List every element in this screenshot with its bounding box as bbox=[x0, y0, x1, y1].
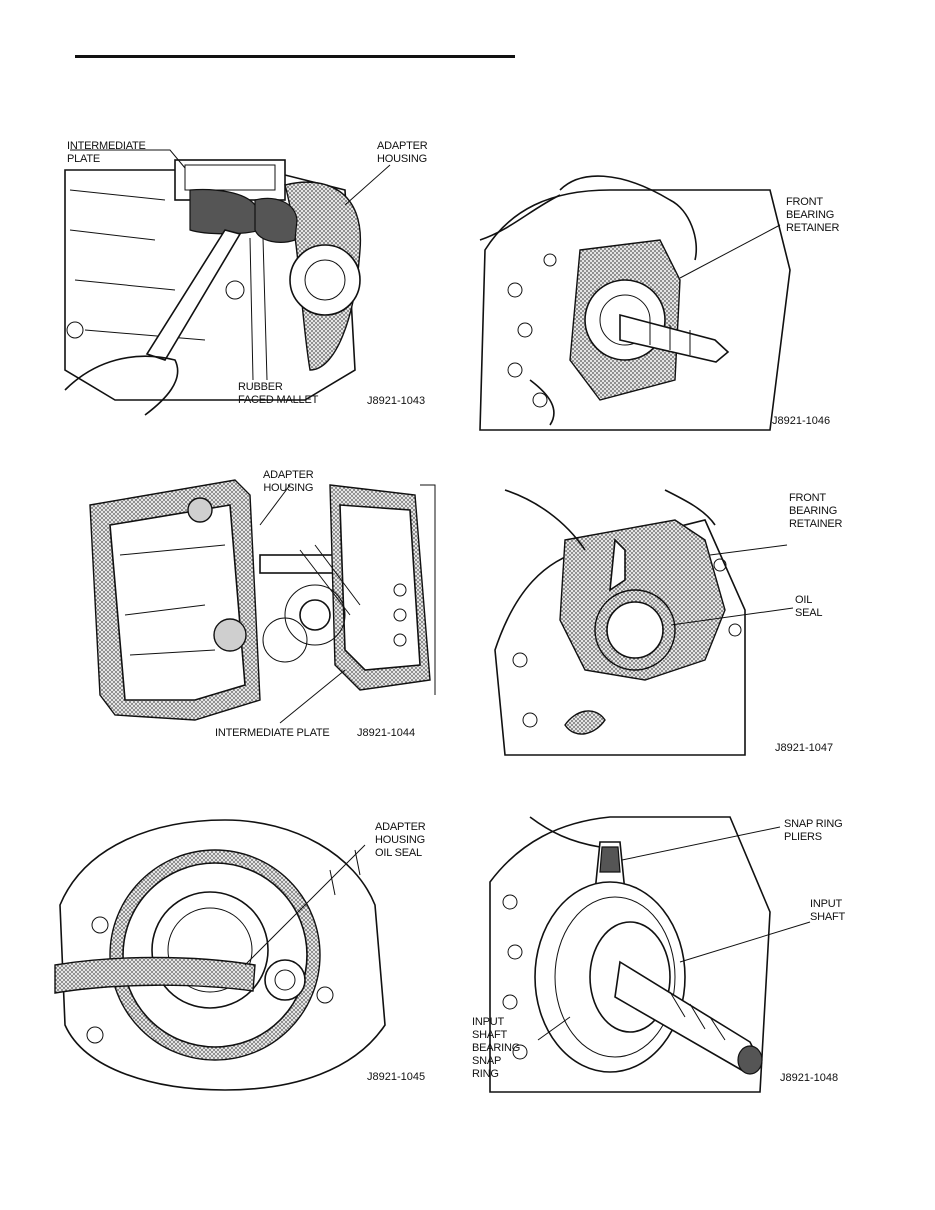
figure-input-shaft-snap-ring: SNAP RING PLIERS INPUT SHAFT INPUT SHAFT… bbox=[470, 812, 855, 1095]
label-intermediate-plate: INTERMEDIATE PLATE bbox=[67, 140, 146, 165]
illustration-front-bearing-retainer bbox=[479, 175, 791, 431]
label-front-bearing-retainer: FRONT BEARING RETAINER bbox=[789, 492, 843, 530]
label-intermediate-plate: INTERMEDIATE PLATE bbox=[215, 727, 330, 739]
figure-adapter-housing-intermediate-plate: ADAPTER HOUSING INTERMEDIATE PLATE J8921… bbox=[85, 465, 445, 745]
label-front-bearing-retainer: FRONT BEARING RETAINER bbox=[786, 196, 840, 234]
figure-code: J8921-1044 bbox=[357, 727, 416, 739]
label-snap-ring-pliers: SNAP RING PLIERS bbox=[784, 818, 843, 843]
figure-code: J8921-1046 bbox=[772, 415, 831, 427]
illustration-retainer-oil-seal bbox=[494, 489, 794, 756]
illustration-adapter-housing-separated bbox=[89, 479, 436, 724]
figure-front-bearing-retainer-oil-seal: FRONT BEARING RETAINER OIL SEAL J8921-10… bbox=[475, 480, 860, 765]
label-adapter-housing-oil-seal: ADAPTER HOUSING OIL SEAL bbox=[375, 821, 426, 859]
header-rule bbox=[75, 55, 515, 58]
label-input-shaft-bearing-snap-ring: INPUT SHAFT BEARING SNAP RING bbox=[472, 1016, 521, 1080]
figure-code: J8921-1048 bbox=[780, 1072, 839, 1084]
illustration-adapter-housing-oil-seal bbox=[54, 819, 386, 1091]
label-rubber-faced-mallet: RUBBER FACED MALLET bbox=[238, 381, 319, 406]
figure-code: J8921-1047 bbox=[775, 742, 834, 754]
figure-front-bearing-retainer-installed: FRONT BEARING RETAINER J8921-1046 bbox=[470, 150, 860, 435]
label-adapter-housing: ADAPTER HOUSING bbox=[263, 469, 314, 494]
figure-code: J8921-1043 bbox=[367, 395, 426, 407]
figure-code: J8921-1045 bbox=[367, 1071, 426, 1083]
figure-adapter-housing-oil-seal: ADAPTER HOUSING OIL SEAL J8921-1045 bbox=[54, 815, 445, 1095]
figure-adapter-housing-mallet: INTERMEDIATE PLATE ADAPTER HOUSING RUBBE… bbox=[55, 130, 445, 420]
illustration-adapter-housing-removal bbox=[64, 149, 391, 416]
label-adapter-housing: ADAPTER HOUSING bbox=[377, 140, 428, 165]
label-input-shaft: INPUT SHAFT bbox=[810, 898, 846, 923]
label-oil-seal: OIL SEAL bbox=[795, 594, 823, 619]
illustration-input-shaft-snap-ring bbox=[489, 816, 811, 1093]
